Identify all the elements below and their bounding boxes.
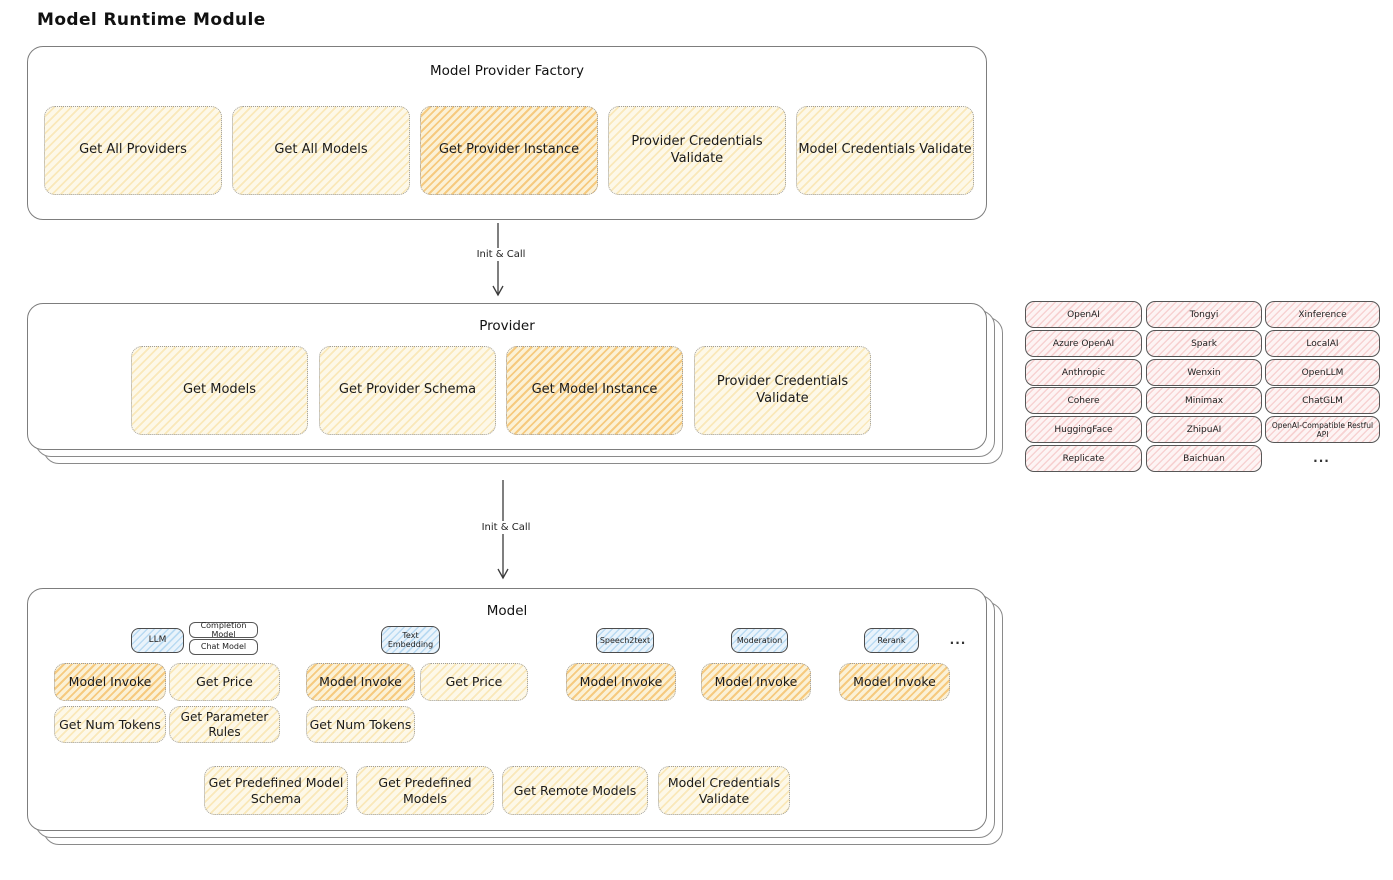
provider-button-provider-credentials-validate: Provider Credentials Validate (694, 346, 871, 435)
llm-button-get-parameter-rules: Get Parameter Rules (169, 706, 280, 743)
provider-chip-chatglm: ChatGLM (1265, 387, 1380, 414)
init-call-label: Init & Call (458, 248, 544, 261)
model-box: Model LLM Completion Model Chat Model Te… (27, 588, 987, 831)
provider-chip-openllm: OpenLLM (1265, 359, 1380, 386)
llm-button-get-price: Get Price (169, 663, 280, 701)
provider-chip-spark: Spark (1146, 330, 1262, 357)
init-call-label: Init & Call (463, 521, 549, 534)
provider-box: Provider Get Models Get Provider Schema … (27, 303, 987, 450)
model-type-badge-text-embedding: Text Embedding (381, 626, 440, 654)
factory-button-get-provider-instance: Get Provider Instance (420, 106, 598, 195)
provider-chip-anthropic: Anthropic (1025, 359, 1142, 386)
provider-chip-baichuan: Baichuan (1146, 445, 1262, 472)
embedding-button-model-invoke: Model Invoke (306, 663, 415, 701)
provider-chip-replicate: Replicate (1025, 445, 1142, 472)
provider-chip-azure-openai: Azure OpenAI (1025, 330, 1142, 357)
provider-chip-wenxin: Wenxin (1146, 359, 1262, 386)
provider-title: Provider (479, 318, 535, 334)
rerank-button-model-invoke: Model Invoke (839, 663, 950, 701)
provider-chip-huggingface: HuggingFace (1025, 416, 1142, 443)
arrow-down-icon (492, 223, 504, 297)
provider-chip-cohere: Cohere (1025, 387, 1142, 414)
llm-button-model-invoke: Model Invoke (54, 663, 166, 701)
factory-button-provider-credentials-validate: Provider Credentials Validate (608, 106, 786, 195)
model-button-model-credentials-validate: Model Credentials Validate (658, 766, 790, 815)
provider-chip-minimax: Minimax (1146, 387, 1262, 414)
provider-chip-xinference: Xinference (1265, 301, 1380, 328)
model-button-get-predefined-model-schema: Get Predefined Model Schema (204, 766, 348, 815)
provider-button-get-provider-schema: Get Provider Schema (319, 346, 496, 435)
model-types-more: ... (949, 633, 967, 647)
provider-button-get-models: Get Models (131, 346, 308, 435)
provider-chip-openai-compatible: OpenAI-Compatible Restful API (1265, 416, 1380, 443)
provider-chip-tongyi: Tongyi (1146, 301, 1262, 328)
model-button-get-remote-models: Get Remote Models (502, 766, 648, 815)
model-title: Model (486, 603, 528, 619)
model-type-badge-moderation: Moderation (731, 628, 788, 653)
factory-title: Model Provider Factory (429, 63, 584, 79)
model-type-badge-rerank: Rerank (864, 628, 919, 653)
embedding-button-get-num-tokens: Get Num Tokens (306, 706, 415, 743)
model-type-badge-completion-model: Completion Model (189, 621, 258, 639)
provider-chip-zhipuai: ZhipuAI (1146, 416, 1262, 443)
factory-button-model-credentials-validate: Model Credentials Validate (796, 106, 974, 195)
factory-button-get-all-models: Get All Models (232, 106, 410, 195)
provider-chip-openai: OpenAI (1025, 301, 1142, 328)
moderation-button-model-invoke: Model Invoke (701, 663, 811, 701)
provider-chip-localai: LocalAI (1265, 330, 1380, 357)
speech2text-button-model-invoke: Model Invoke (566, 663, 676, 701)
factory-box: Model Provider Factory Get All Providers… (27, 46, 987, 220)
provider-button-get-model-instance: Get Model Instance (506, 346, 683, 435)
factory-button-get-all-providers: Get All Providers (44, 106, 222, 195)
provider-list-more: ... (1313, 450, 1330, 465)
model-button-get-predefined-models: Get Predefined Models (356, 766, 494, 815)
page-title: Model Runtime Module (37, 10, 266, 30)
model-type-badge-chat-model: Chat Model (189, 639, 258, 655)
llm-button-get-num-tokens: Get Num Tokens (54, 706, 166, 743)
embedding-button-get-price: Get Price (420, 663, 528, 701)
model-type-badge-speech2text: Speech2text (596, 628, 654, 653)
model-type-badge-llm: LLM (131, 628, 184, 653)
